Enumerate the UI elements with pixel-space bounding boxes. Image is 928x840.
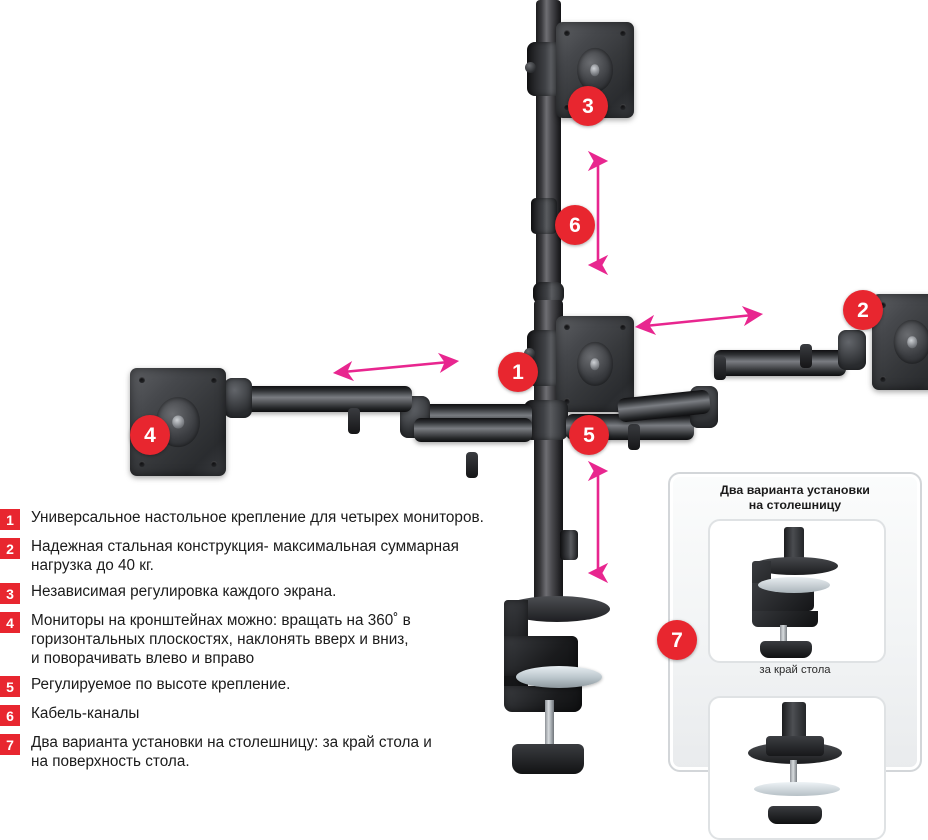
legend-item-6: 6 Кабель-каналы	[0, 704, 540, 726]
product-photo: 1 2 3 4 5 6	[0, 0, 928, 776]
legend-text-4: Мониторы на кронштейнах можно: вращать н…	[31, 612, 411, 667]
clamp-pressure-washer	[516, 666, 602, 688]
pole-lower-knob	[560, 530, 578, 560]
legend-number-4: 4	[0, 612, 20, 633]
right-arm-outer-segment	[714, 350, 846, 376]
badge-7-mounting-options: 7	[657, 620, 697, 660]
legend-text-2: Надежная стальная конструкция- максималь…	[31, 538, 459, 574]
clamp-screw-rod	[545, 700, 554, 756]
left-arm-wrist-joint	[224, 378, 252, 418]
legend-number-2: 2	[0, 538, 20, 559]
badge-3-top-monitor: 3	[568, 86, 608, 126]
clamp-lower-jaw	[504, 686, 582, 712]
badge-5-height-adjust: 5	[569, 415, 609, 455]
pole-joint-collar	[533, 282, 564, 304]
vesa-plate-center	[556, 316, 634, 412]
legend-text-1: Универсальное настольное крепление для ч…	[31, 509, 484, 526]
legend-text-7: Два варианта установки на столешницу: за…	[31, 734, 432, 770]
mounting-options-title: Два варианта установки на столешницу	[720, 483, 870, 512]
legend-number-3: 3	[0, 583, 20, 604]
legend-item-2: 2 Надежная стальная конструкция- максима…	[0, 537, 540, 575]
right-arm-cable-hook-c	[800, 344, 812, 368]
badge-6-cable-channel: 6	[555, 205, 595, 245]
legend-number-5: 5	[0, 676, 20, 697]
feature-legend: 1 Универсальное настольное крепление для…	[0, 508, 540, 778]
left-arm-cable-hook-b	[466, 452, 478, 478]
legend-item-1: 1 Универсальное настольное крепление для…	[0, 508, 540, 530]
left-arm-outer-segment	[236, 386, 412, 412]
legend-number-7: 7	[0, 734, 20, 755]
right-arm-wrist-joint	[838, 330, 866, 370]
legend-text-6: Кабель-каналы	[31, 705, 140, 722]
mounting-option-clamp-image	[708, 519, 886, 663]
product-infographic: 1 2 3 4 5 6 1 Универсальное настольное к…	[0, 0, 928, 776]
arrow-vertical-upper	[587, 150, 609, 276]
legend-text-5: Регулируемое по высоте крепление.	[31, 676, 291, 693]
badge-2-right-monitor: 2	[843, 290, 883, 330]
clamp-tightening-handle	[512, 744, 584, 774]
left-arm-cable-hook-a	[348, 408, 360, 434]
top-mount-knob	[525, 62, 536, 73]
legend-item-4: 4 Мониторы на кронштейнах можно: вращать…	[0, 611, 540, 668]
right-arm-cable-hook-a	[628, 424, 640, 450]
center-mount-knob	[524, 348, 535, 359]
legend-number-6: 6	[0, 705, 20, 726]
arrow-vertical-lower	[587, 460, 609, 584]
legend-number-1: 1	[0, 509, 20, 530]
badge-1-central-mount: 1	[498, 352, 538, 392]
legend-item-3: 3 Независимая регулировка каждого экрана…	[0, 582, 540, 604]
badge-4-left-monitor: 4	[130, 415, 170, 455]
legend-item-5: 5 Регулируемое по высоте крепление.	[0, 675, 540, 697]
arrow-horizontal-right	[634, 305, 764, 336]
cable-channel-clip	[531, 198, 557, 234]
mounting-options-panel: Два варианта установки на столешницу за …	[668, 472, 922, 840]
legend-item-7: 7 Два варианта установки на столешницу: …	[0, 733, 540, 771]
arrow-horizontal-left	[332, 352, 460, 382]
legend-text-3: Независимая регулировка каждого экрана.	[31, 583, 337, 600]
mounting-option-clamp-caption: за край стола	[759, 664, 831, 676]
left-arm-bridge-segment	[414, 418, 532, 442]
right-arm-cable-hook-b	[714, 356, 726, 380]
watermark	[764, 714, 914, 760]
